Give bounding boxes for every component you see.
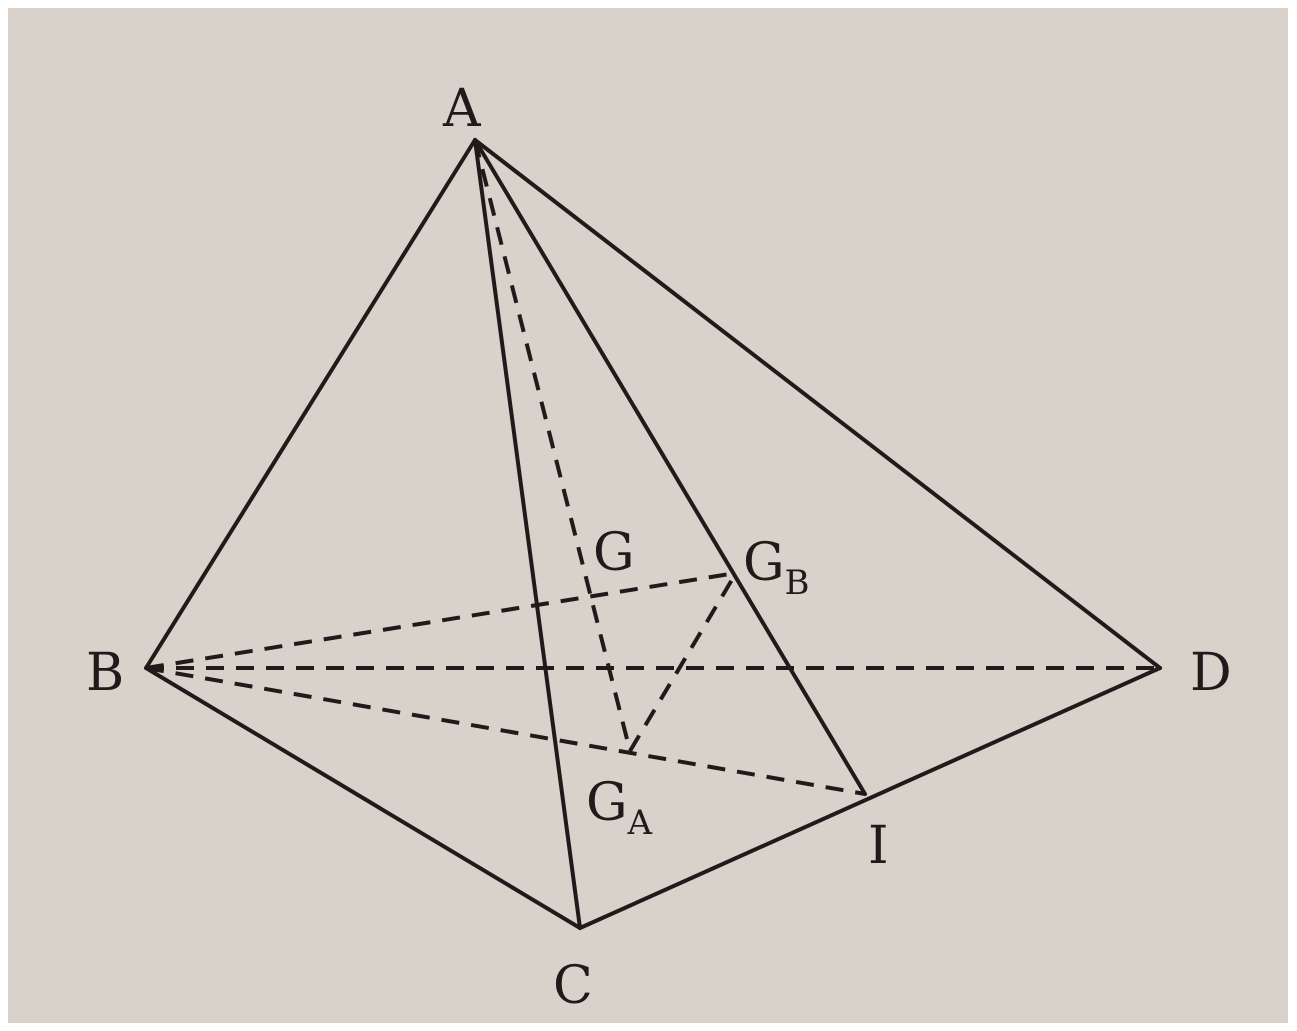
dashed-segment-a-ga [473,139,632,752]
vertex-label-d: D [1190,643,1232,703]
vertex-label-b: B [86,643,124,703]
dashed-segment-b-i [145,666,866,796]
centroid-label-ga-sub: A [627,803,653,843]
solid-segment-a-b [144,138,477,670]
vertex-label-c: C [553,956,593,1016]
solid-segment-a-c [473,138,582,930]
edges-layer [144,138,1162,930]
vertex-label-a: A [442,79,482,139]
dashed-segment-ga-gb [628,571,738,753]
tetrahedron-figure: A B C D I G GA GB [8,8,1288,1023]
centroid-label-gb-main: G [743,533,785,593]
centroid-label-gb: GB [743,533,810,603]
solid-segment-a-d [473,138,1162,670]
solid-segment-b-c [144,666,582,930]
point-label-i: I [868,816,889,876]
centroid-label-ga-main: G [586,773,628,833]
solid-segment-c-d [578,666,1162,930]
centroid-label-ga: GA [586,773,653,843]
dashed-segment-b-gb [145,571,737,670]
solid-segment-a-i [473,138,867,796]
paper-background [8,8,1288,1023]
labels-layer: A B C D I G GA GB [86,79,1232,1016]
centroid-label-gb-sub: B [785,563,810,603]
centroid-label-g: G [593,523,635,583]
